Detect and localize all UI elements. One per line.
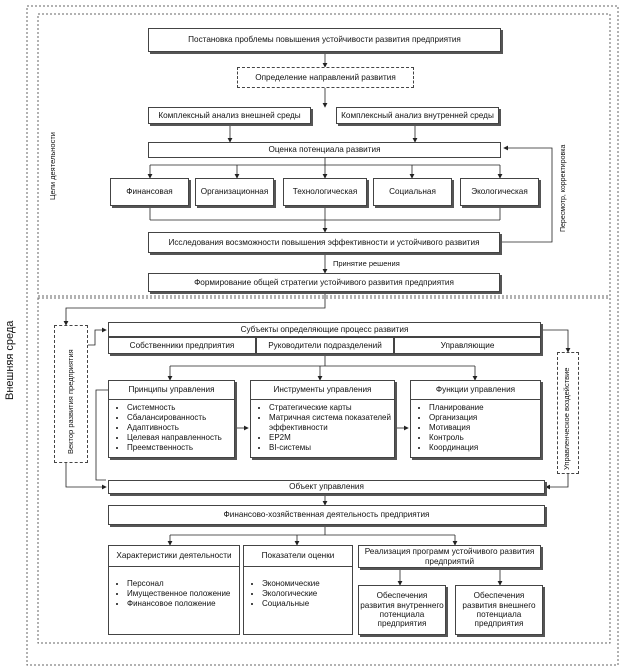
function-item: Планирование [429,403,540,413]
characteristics-box: Характеристики деятельности Персонал Иму… [108,545,240,635]
int-analysis-box: Комплексный анализ внутренней среды [336,107,499,124]
decision-label: Принятие решения [333,259,400,268]
vector-box: Вектор развития предприятия [54,325,88,463]
function-item: Контроль [429,433,540,443]
principle-item: Адаптивность [127,423,234,433]
activity-box: Финансово-хозяйственная деятельность пре… [108,505,545,525]
ext-analysis-box: Комплексный анализ внешней среды [148,107,311,124]
indicators-title: Показатели оценки [244,546,352,567]
principle-item: Системность [127,403,234,413]
function-item: Мотивация [429,423,540,433]
functions-title: Функции управления [411,381,540,400]
directions-box: Определение направлений развития [237,67,414,88]
principle-item: Преемственность [127,443,234,453]
tool-item: EP2M [269,433,394,443]
characteristic-item: Персонал [127,579,239,589]
tool-item: BI-системы [269,443,394,453]
category-technological: Технологическая [283,178,367,206]
functions-box: Функции управления Планирование Организа… [410,380,541,458]
tool-item: Матричная система показателей эффективно… [269,413,394,433]
principles-box: Принципы управления Системность Сбаланси… [108,380,235,458]
principle-item: Сбалансированность [127,413,234,423]
problem-box: Постановка проблемы повышения устойчивос… [148,28,501,52]
indicator-item: Экономические [262,579,352,589]
subjects-box: Субъекты определяющие процесс развития [108,322,541,337]
characteristic-item: Имущественное положение [127,589,239,599]
program-external-box: Обеспечения развития внешнего потенциала… [455,585,543,635]
indicator-item: Социальные [262,599,352,609]
indicators-box: Показатели оценки Экономические Экологич… [243,545,353,635]
subject-heads: Руководители подразделений [256,337,394,354]
tools-title: Инструменты управления [251,381,394,400]
tools-box: Инструменты управления Стратегические ка… [250,380,395,458]
category-organizational: Организационная [195,178,274,206]
characteristics-title: Характеристики деятельности [109,546,239,567]
strategy-box: Формирование общей стратегии устойчивого… [148,273,500,292]
program-box: Реализация программ устойчивого развития… [358,545,541,568]
program-internal-box: Обеспечения развития внутреннего потенци… [358,585,446,635]
vector-label: Вектор развития предприятия [66,349,75,454]
research-box: Исследования восзможности повышения эффе… [148,232,500,253]
function-item: Координация [429,443,540,453]
category-ecological: Экологическая [460,178,539,206]
function-item: Организация [429,413,540,423]
indicator-item: Экологические [262,589,352,599]
category-financial: Финансовая [110,178,189,206]
tool-item: Стратегические карты [269,403,394,413]
outer-env-label: Внешняя среда [4,320,16,400]
subject-owners: Собственники предприятия [108,337,256,354]
potential-box: Оценка потенциала развития [148,142,501,158]
control-action-box: Управленческое воздействие [557,352,579,474]
characteristic-item: Финансовое положение [127,599,239,609]
principles-title: Принципы управления [109,381,234,400]
control-action-label: Управленческое воздействие [562,367,571,470]
subject-managers: Управляющие [394,337,541,354]
correction-label: Пересмотр, корректировка [560,144,567,232]
principle-item: Целевая направленность [127,433,234,443]
goal-activity-label: Цели деятельности [48,132,57,200]
object-box: Объект управления [108,480,545,494]
category-social: Социальная [373,178,452,206]
